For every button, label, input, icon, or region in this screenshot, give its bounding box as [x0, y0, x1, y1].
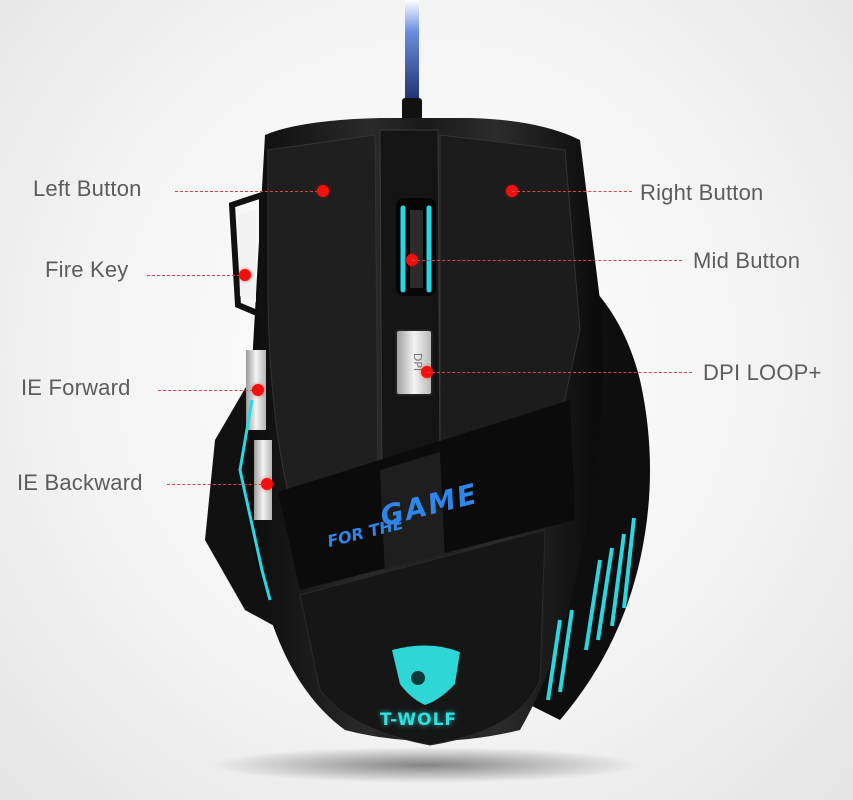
leader-ie-backward: [167, 484, 267, 485]
leader-right-button: [512, 191, 632, 192]
marker-left-button: [317, 185, 329, 197]
label-mid-button: Mid Button: [693, 248, 801, 273]
marker-ie-forward: [252, 384, 264, 396]
leader-left-button: [175, 191, 323, 192]
leader-ie-forward: [158, 390, 258, 391]
led-vents: [546, 517, 636, 701]
wolf-logo-icon: [392, 645, 460, 705]
marker-ie-backward: [261, 478, 273, 490]
brand-name: T-WOLF: [380, 710, 458, 730]
dpi-button-text: DPI: [411, 353, 424, 371]
label-fire-key: Fire Key: [45, 257, 129, 282]
label-ie-backward: IE Backward: [17, 470, 143, 495]
leader-fire-key: [147, 275, 245, 276]
label-dpi-loop: DPI LOOP+: [703, 360, 822, 385]
label-right-button: Right Button: [640, 180, 764, 205]
shadow: [210, 747, 640, 783]
leader-dpi-loop: [427, 372, 692, 373]
label-ie-forward: IE Forward: [21, 375, 131, 400]
leader-mid-button: [412, 260, 682, 261]
label-left-button: Left Button: [33, 176, 142, 201]
marker-fire-key: [239, 269, 251, 281]
cable: [405, 0, 419, 105]
